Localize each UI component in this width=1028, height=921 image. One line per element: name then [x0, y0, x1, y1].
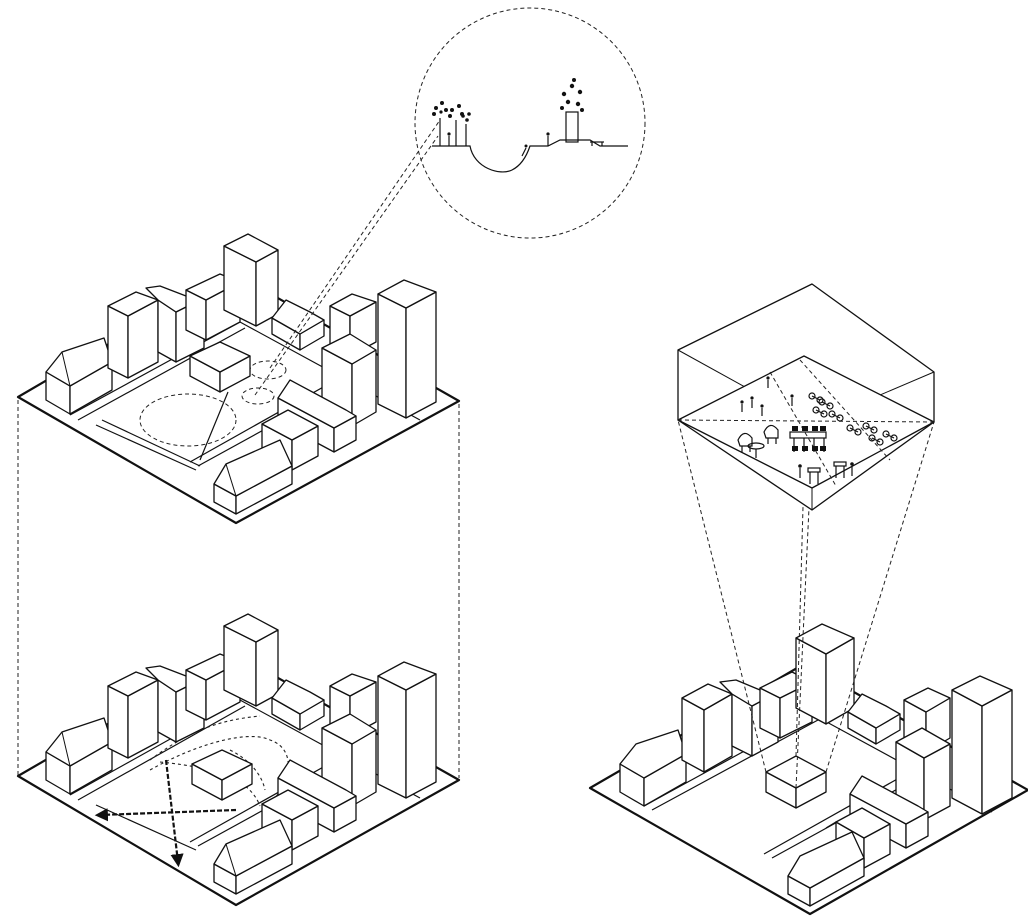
path-arrow [94, 808, 237, 822]
building-gable-row [271, 679, 325, 731]
building-house [45, 337, 113, 415]
table-icon [747, 442, 765, 458]
building-gable-row [847, 693, 901, 745]
building-tall-right [377, 661, 437, 799]
bicycle-icon [808, 392, 824, 404]
person-icon [766, 376, 770, 388]
building-tower [107, 291, 159, 379]
callout-leader [269, 119, 441, 369]
building-tower [681, 683, 733, 773]
table-icon [807, 467, 821, 484]
building-tall-tower [795, 623, 855, 725]
person-icon [740, 400, 744, 412]
building-house [619, 729, 687, 807]
panel-right [588, 283, 1028, 916]
bench-icon [590, 141, 604, 146]
building-front-house [213, 439, 293, 515]
highlight-box [765, 755, 827, 809]
building-pavilion [191, 749, 253, 801]
building-front-house [787, 831, 865, 907]
path-line [229, 749, 266, 791]
tree-icon [448, 104, 464, 146]
green-space-circle-small [241, 387, 275, 405]
building-tower [107, 671, 159, 759]
building-tall-right [377, 279, 437, 419]
person-icon [750, 396, 754, 408]
building-front-house [213, 819, 293, 895]
person-icon [546, 132, 550, 146]
building-tall-tower [223, 613, 279, 707]
callout-leader [254, 135, 439, 396]
bicycle-icon [818, 398, 834, 410]
building-house [45, 717, 113, 795]
person-icon [521, 144, 528, 157]
building-block [185, 653, 241, 721]
chair-icon [763, 424, 779, 444]
building-midrise-front [321, 333, 377, 427]
section-ground-line [432, 139, 628, 173]
person-icon [798, 464, 802, 478]
interior-icons [737, 376, 898, 484]
section-callout [414, 7, 646, 239]
chair-icon [737, 432, 753, 452]
person-icon [760, 404, 764, 416]
person-icon [850, 462, 854, 476]
person-icon [447, 132, 451, 146]
callout-circle [414, 7, 646, 239]
green-space-circle-large [139, 393, 237, 447]
bicycle-icon [828, 410, 844, 422]
tree-icon [560, 78, 584, 143]
person-icon [790, 394, 794, 406]
panel-bottom-left [16, 613, 461, 907]
bicycle-icon [846, 424, 862, 436]
building-pavilion [189, 341, 251, 393]
building-tall-tower [223, 233, 279, 327]
table-icon [833, 461, 847, 478]
building-tall-right [951, 675, 1013, 815]
bicycle-icon [882, 430, 898, 442]
table-icon [789, 426, 827, 452]
bicycle-icon [812, 406, 828, 418]
tree-icon [461, 112, 471, 146]
path-arrow [164, 759, 184, 868]
bicycle-icon [862, 422, 878, 434]
bicycle-icon [868, 434, 884, 446]
interior-volume [677, 283, 935, 511]
tree-icon [432, 101, 448, 146]
panel-top-left [16, 119, 461, 525]
